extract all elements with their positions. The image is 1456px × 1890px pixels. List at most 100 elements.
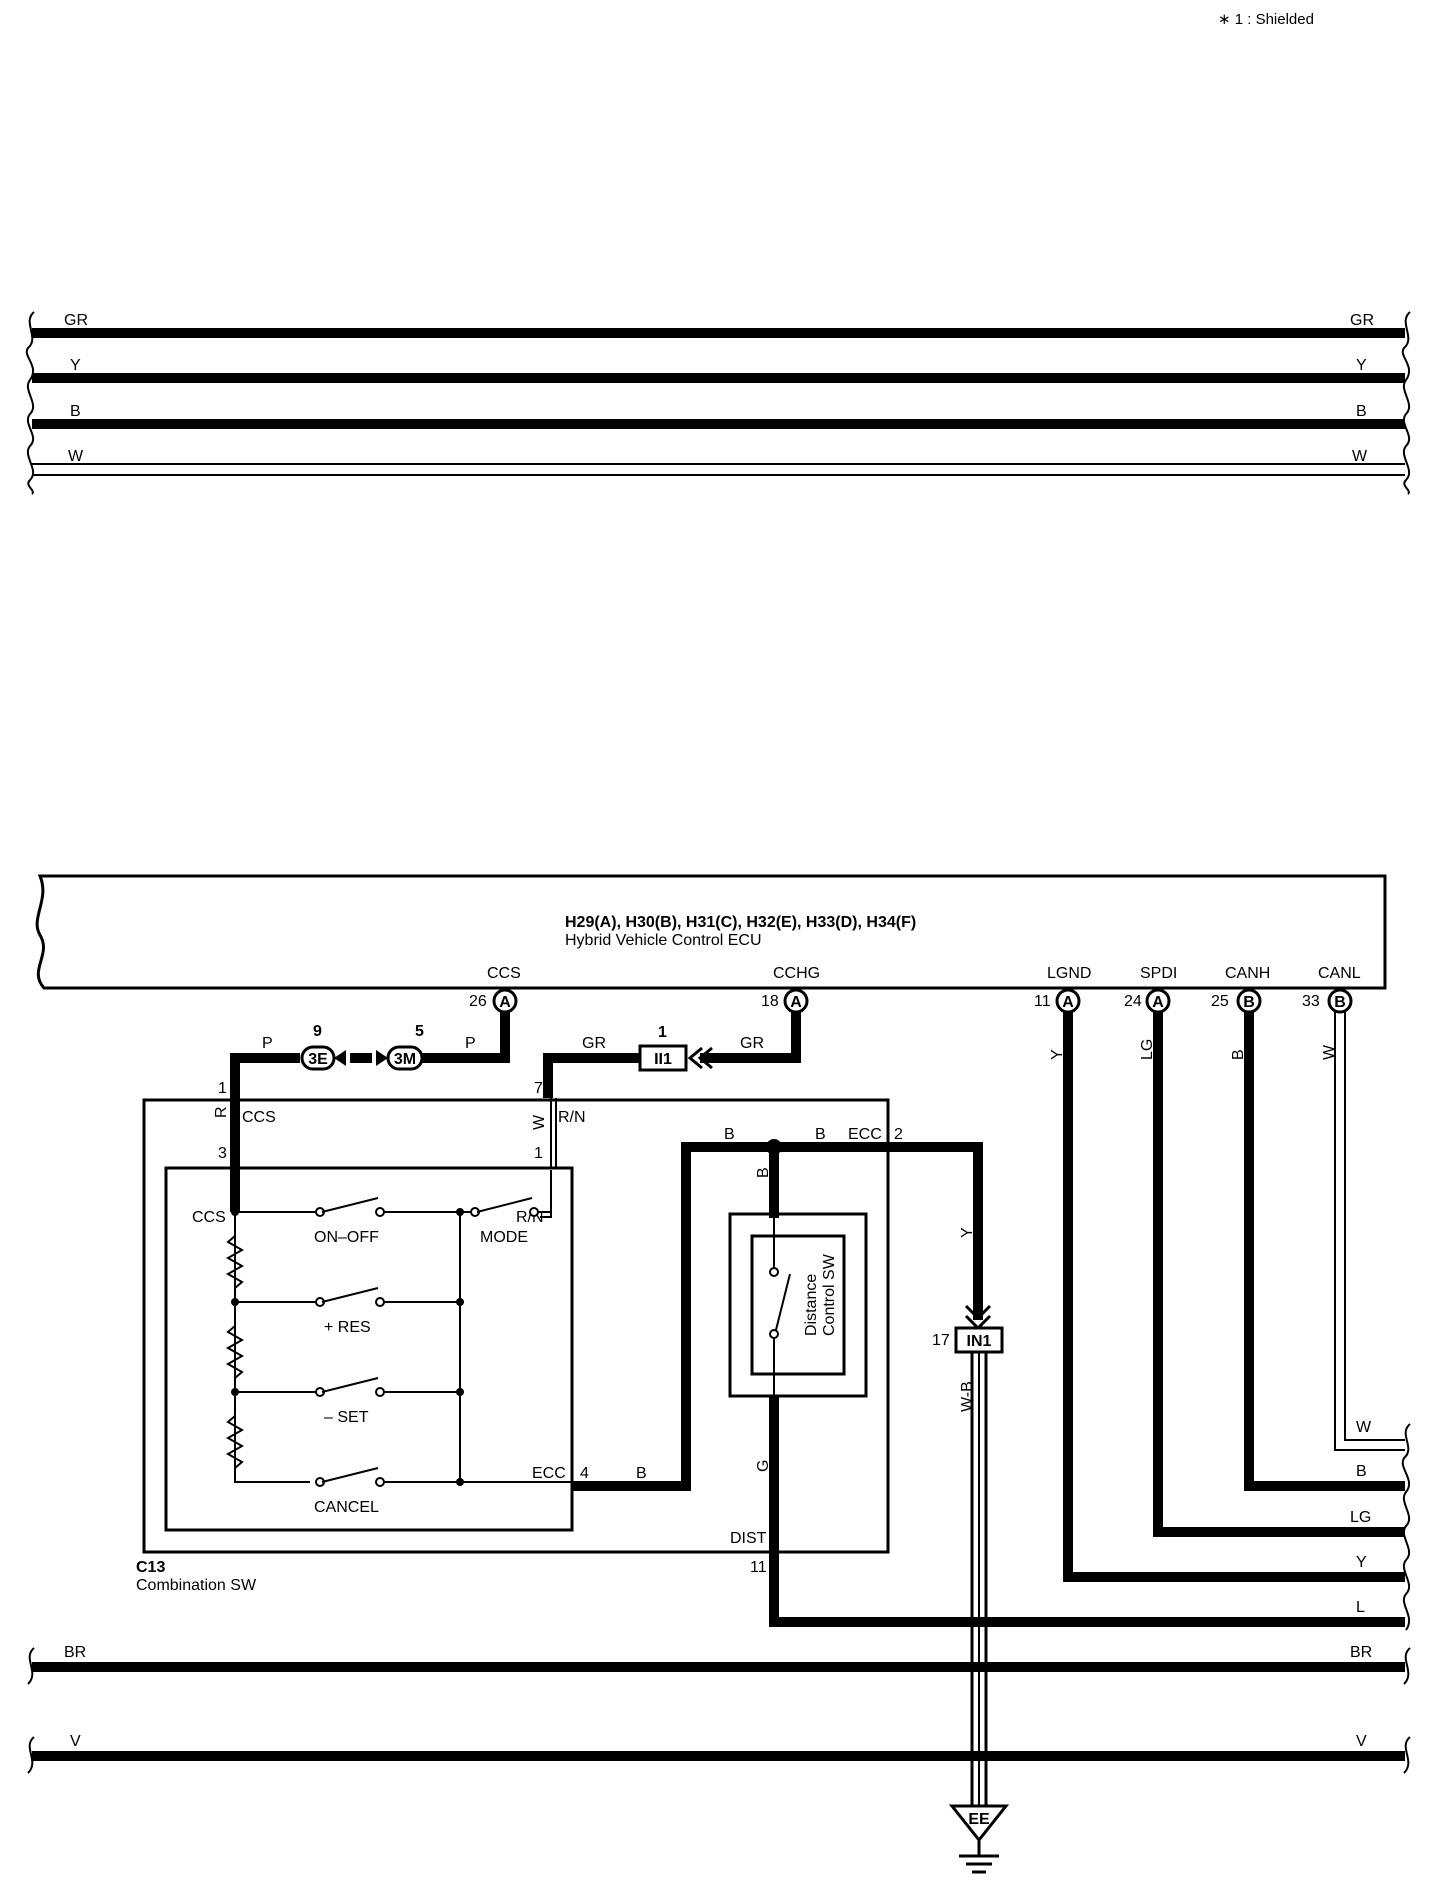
wire-color-spdi-lg: LG [1139, 1039, 1156, 1060]
bus-label-right-1: Y [1356, 357, 1367, 374]
ecu-conn-canl: B [1327, 988, 1353, 1014]
ecu-right-wires: Y LG B W W B LG Y L [1049, 1012, 1411, 1631]
switch-label-cancel: CANCEL [314, 1499, 379, 1516]
wire-color-p-right: P [465, 1035, 476, 1052]
ladder-left-rail [234, 1212, 310, 1483]
right-label-4: L [1356, 1599, 1365, 1616]
wire-color-lgnd-y: Y [1049, 1049, 1066, 1060]
combo-sw-outer-box [142, 1098, 890, 1554]
bus-label-right-v: V [1356, 1733, 1367, 1750]
ecu-conn-spdi: A [1145, 988, 1171, 1014]
top-bus: GR GR Y Y B B W W [25, 311, 1411, 495]
ecc2-y-wire: Y 17 IN1 W-B EE [888, 1142, 1010, 1874]
ecu-box: H29(A), H30(B), H31(C), H32(E), H33(D), … [35, 874, 1387, 1014]
wire-color-b-top2: B [815, 1126, 826, 1143]
combo-pin-rn-top: 7 [534, 1080, 543, 1097]
combo-pin-dist: 11 [750, 1559, 767, 1576]
bus-label-left-v: V [70, 1733, 81, 1750]
combo-label-ecc-inner: ECC [532, 1465, 566, 1482]
cchg-wire: GR GR 1 II1 [543, 1012, 801, 1098]
junction-3m-body [386, 1045, 424, 1071]
junction-ii1-pin: 1 [658, 1024, 667, 1041]
bus-label-right-2: B [1356, 403, 1367, 420]
switch-cancel-blade [321, 1467, 379, 1483]
ecu-pin-num-ccs: 26 [469, 993, 487, 1010]
switch-label-set: – SET [324, 1409, 369, 1426]
wire-color-p-left: P [262, 1035, 273, 1052]
combo-label-ccs-outer: CCS [242, 1109, 276, 1126]
break-mark-right-mid [1401, 1423, 1411, 1631]
junction-ii1-body [638, 1044, 688, 1072]
distance-sw-blade [775, 1273, 791, 1331]
ecu-connectors: H29(A), H30(B), H31(C), H32(E), H33(D), … [565, 914, 916, 931]
cchg-wire-right [700, 1012, 801, 1063]
combo-sw-inner-box [164, 1166, 574, 1532]
combo-label-dist: DIST [730, 1530, 767, 1547]
bus-label-right-3: W [1352, 448, 1368, 465]
combo-label-ccs-inner: CCS [192, 1209, 226, 1226]
distance-sw-outer [728, 1212, 868, 1398]
wire-color-b-vert: B [755, 1167, 772, 1178]
switch-label-mode: MODE [480, 1229, 528, 1246]
svg-text:B: B [1334, 994, 1346, 1011]
ecu-pin-num-lgnd: 11 [1034, 993, 1051, 1010]
wire-color-canl-w: W [1321, 1044, 1338, 1060]
canl-wire-a [1334, 1012, 1405, 1451]
junction-3e-pin: 9 [313, 1023, 322, 1040]
bus-label-left-1: Y [70, 357, 81, 374]
junction-3e-arrow [334, 1050, 346, 1066]
wire-color-b-top1: B [724, 1126, 735, 1143]
ecu-outline [35, 874, 1387, 990]
bus-label-right-br: BR [1350, 1644, 1372, 1661]
ecu-pin-num-canh: 25 [1211, 993, 1229, 1010]
canh-wire [1244, 1012, 1405, 1491]
break-mark-v-left [27, 1736, 35, 1774]
wire-color-canh-b: B [1230, 1049, 1247, 1060]
break-mark-right [1401, 311, 1411, 495]
ecu-conn-lgnd: A [1055, 988, 1081, 1014]
wire-color-b-ecc4: B [636, 1465, 647, 1482]
junction-3m-id: 3M [394, 1051, 416, 1068]
break-mark-v-right [1403, 1736, 1411, 1774]
wire-color-gr-left: GR [582, 1035, 606, 1052]
junction-in1-id: IN1 [967, 1333, 992, 1350]
bottom-bus: BR BR V V [27, 1644, 1411, 1774]
right-label-0: W [1356, 1419, 1372, 1436]
resistor-1 [225, 1235, 245, 1289]
junction-in1-pin: 17 [932, 1332, 950, 1349]
ecu-pin-num-cchg: 18 [761, 993, 779, 1010]
right-label-3: Y [1356, 1554, 1367, 1571]
break-mark-br-right [1403, 1647, 1411, 1685]
ecu-pin-name-canl: CANL [1318, 965, 1361, 982]
switch-set-blade [321, 1377, 379, 1393]
wire-color-r: R [213, 1106, 230, 1118]
bus-label-left-0: GR [64, 312, 88, 329]
combo-pin-rn-inner: 1 [534, 1145, 543, 1162]
canl-wire-b [1344, 1012, 1405, 1441]
break-mark-br-left [27, 1647, 35, 1685]
ecu-pin-name-spdi: SPDI [1140, 965, 1177, 982]
break-mark-left [25, 311, 35, 495]
combo-pin-ecc2: 2 [894, 1126, 903, 1143]
combo-sw-id: C13 [136, 1559, 165, 1576]
ecu-pin-num-spdi: 24 [1124, 993, 1142, 1010]
ccs-wire-right [420, 1012, 510, 1063]
junction-ii1-arrow-2 [697, 1046, 713, 1070]
in1-arrow-1 [964, 1304, 992, 1321]
ecu-conn-cchg: A [783, 988, 809, 1014]
ecu-pin-name-cchg: CCHG [773, 965, 820, 982]
switch-label-on-off: ON–OFF [314, 1229, 379, 1246]
shielded-note: ∗ 1 : Shielded [1218, 11, 1314, 28]
bus-label-left-br: BR [64, 1644, 86, 1661]
svg-text:A: A [499, 994, 511, 1011]
switch-label-res: + RES [324, 1319, 371, 1336]
combo-sw-name: Combination SW [136, 1577, 257, 1594]
distance-sw-label-2: Control SW [821, 1253, 838, 1336]
ecc2-wire-outer [888, 1142, 983, 1320]
resistor-3 [225, 1415, 245, 1469]
bus-label-right-0: GR [1350, 312, 1374, 329]
wire-color-y-vert: Y [959, 1227, 976, 1238]
ccs-wire: P P 9 3E 5 3M [230, 1012, 510, 1170]
